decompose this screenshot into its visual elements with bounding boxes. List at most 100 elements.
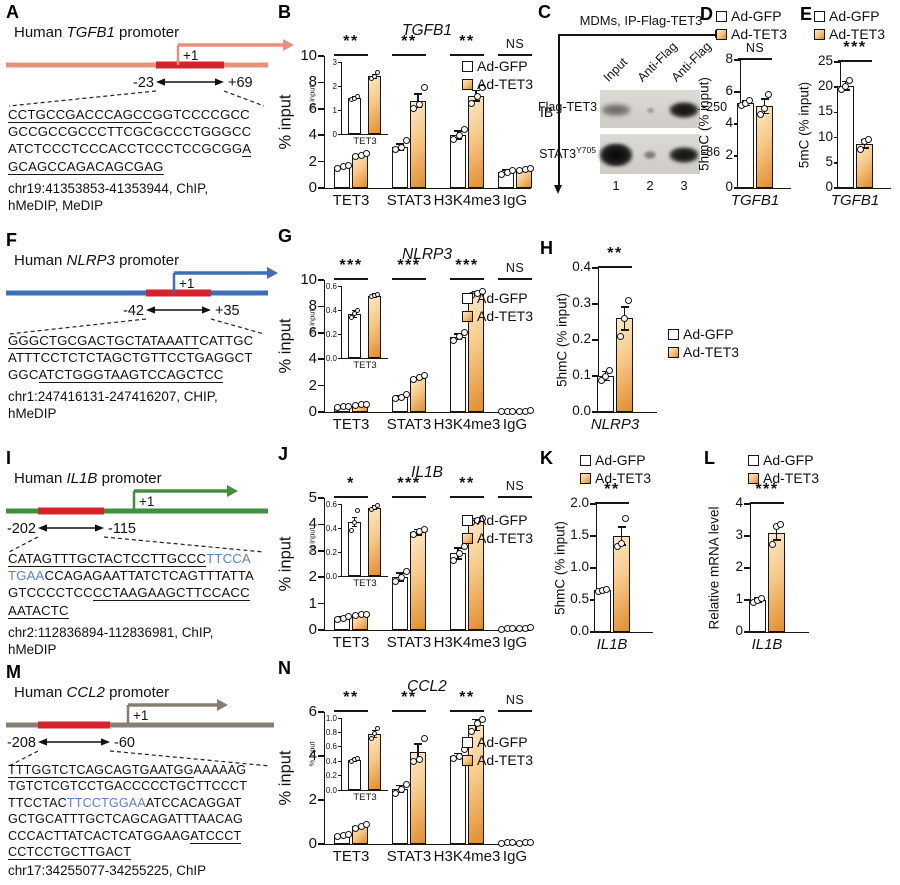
tick-label: 3 <box>735 527 743 542</box>
tick-label: 5 <box>308 489 317 506</box>
inset-axis-tick <box>338 746 342 748</box>
data-point <box>508 407 516 415</box>
axis-tick <box>318 550 324 552</box>
tick-label: 4 <box>308 126 317 144</box>
bar-ad-gfp <box>594 590 611 632</box>
data-point <box>478 716 486 724</box>
bar-ad-tet3 <box>410 751 426 844</box>
data-point <box>402 568 410 576</box>
data-point <box>618 540 625 548</box>
blot-row-label: Flag-TET3 <box>538 100 598 114</box>
significance-label: *** <box>339 257 363 274</box>
data-point <box>420 525 428 533</box>
inset-data-point <box>368 735 374 741</box>
data-point <box>391 789 399 797</box>
inset-axis-tick <box>338 285 342 287</box>
tick-label: 15 <box>817 103 833 119</box>
blot-target-name: Flag-TET3 <box>538 100 598 114</box>
bar-ad-tet3 <box>352 155 368 188</box>
underlined-sequence: A <box>242 141 252 158</box>
data-point <box>409 105 417 113</box>
molecular-weight-marker: -86 <box>702 145 721 159</box>
legend-label: Ad-TET3 <box>477 308 534 324</box>
stat3-binding-site: TTCCTGGAA <box>66 795 146 810</box>
inset-bar-ad-tet3 <box>367 295 381 358</box>
panel-letter: D <box>700 4 713 24</box>
data-point <box>362 610 370 618</box>
error-bar-cap <box>601 379 610 382</box>
axis-tick <box>318 799 324 801</box>
category-label: TET3 <box>332 848 370 865</box>
data-point <box>344 612 352 620</box>
tick-label: 6 <box>725 83 733 98</box>
significance-line <box>450 54 484 56</box>
sequence-line: TGTCTCGTCCTGACCCCCTGCTTCCCT <box>8 778 247 794</box>
inset-bar-ad-gfp <box>347 313 361 358</box>
gene-name: TGFB1 <box>66 24 115 41</box>
sequence-text: ATCCACAGGAT <box>145 795 242 810</box>
significance-line <box>392 54 426 56</box>
inset-bar-ad-tet3 <box>367 507 381 576</box>
lane-number: 3 <box>680 178 688 193</box>
legend-item: Ad-GFP <box>668 326 734 342</box>
error-bar-cap <box>841 88 850 91</box>
inset-axis-tick <box>338 85 342 87</box>
significance-label: ** <box>459 33 475 50</box>
tick-label: 6 <box>308 99 317 117</box>
inset-x-label: TET3 <box>353 360 377 371</box>
inset-tick-label: 3 <box>332 57 337 67</box>
axis-tick <box>734 91 740 93</box>
category-label: IgG <box>502 634 528 651</box>
data-point <box>455 549 463 557</box>
tick-label: 1.5 <box>570 527 589 542</box>
panel-letter: G <box>278 226 293 246</box>
legend-swatch-ad-gfp <box>814 10 825 22</box>
inset-axis-tick <box>338 333 342 335</box>
significance-line <box>750 502 784 504</box>
protein-band <box>601 104 631 116</box>
panel-f: F Human NLRP3 promoter +1-42+35 GGGCTGCG… <box>6 230 278 438</box>
tick-label: 8 <box>308 297 317 315</box>
legend-swatch-ad-tet3 <box>716 28 727 40</box>
significance-line <box>498 496 532 498</box>
svg-text:+1: +1 <box>183 48 198 63</box>
inset-tick-label: 0.0 <box>325 785 337 795</box>
data-point <box>625 296 632 304</box>
legend-label: Ad-TET3 <box>477 752 534 768</box>
data-point <box>460 126 468 134</box>
inset-tick-label: 1 <box>332 105 337 115</box>
inset-data-point <box>348 314 354 320</box>
data-point <box>415 101 423 109</box>
title-prefix: Human <box>14 252 63 269</box>
inset-data-point <box>374 726 380 732</box>
legend-item: Ad-TET3 <box>462 752 533 768</box>
sequence-text: TGTCTCGTCCTGACCCCCTGCTTCCCT <box>8 779 248 794</box>
axis-tick <box>834 187 840 189</box>
inset-tick-label: 0.6 <box>325 281 337 291</box>
data-point <box>467 728 475 736</box>
inset-tick-label: 0.2 <box>325 771 337 781</box>
data-point <box>478 84 486 92</box>
significance-line <box>838 60 872 62</box>
bar-ad-tet3 <box>756 106 773 188</box>
promoter-diagram: +1-23+69 <box>6 38 298 113</box>
data-point <box>508 624 516 632</box>
molecular-weight-marker: -250 <box>702 100 728 114</box>
legend-swatch-ad-tet3 <box>462 754 473 766</box>
sequence-line: CCTCCTGCTTGACT <box>8 844 247 861</box>
chart-title: NLRP3 <box>402 246 452 263</box>
tick-label: 1 <box>308 594 317 612</box>
bar-ad-tet3 <box>410 532 426 630</box>
error-bar-cap <box>841 80 850 83</box>
significance-line <box>392 710 426 712</box>
inset-tick-label: 0.0 <box>325 353 337 363</box>
